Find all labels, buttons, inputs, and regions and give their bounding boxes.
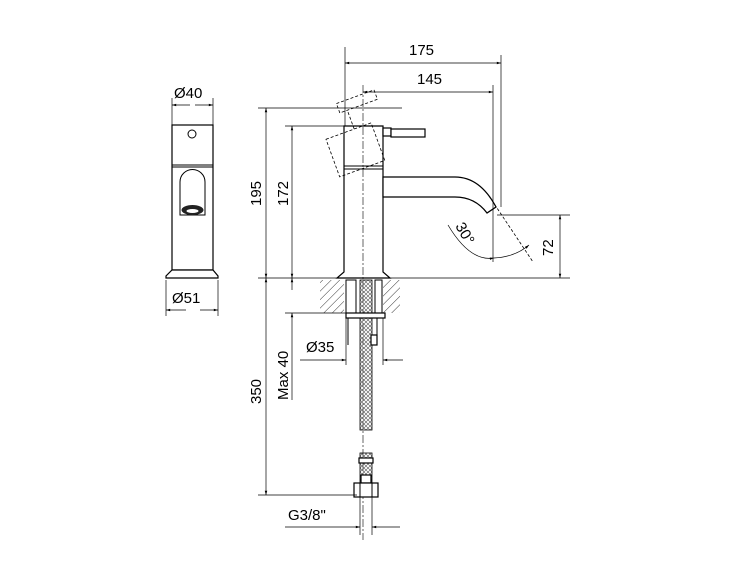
side-view: Ø40 Ø51	[165, 85, 219, 316]
deck-hatch-right	[383, 280, 400, 313]
spout-reach-label: 145	[417, 71, 442, 88]
lever-pin-icon	[187, 129, 197, 139]
height-lever-open-label: 195	[248, 181, 265, 206]
tap-body	[335, 125, 392, 279]
hose-upper	[359, 279, 373, 431]
deck-hatch-left	[320, 280, 344, 313]
max-deck-thickness-label: Max 40	[275, 351, 292, 400]
side-base	[165, 269, 219, 279]
side-base-diameter-label: Ø51	[172, 290, 200, 307]
outlet-height-label: 72	[540, 239, 557, 256]
front-view: 30° 175 145 195 172 72	[248, 42, 570, 540]
hose-length-label: 350	[248, 379, 265, 404]
body-height-label: 172	[275, 181, 292, 206]
spout-angle-label: 30°	[452, 220, 478, 248]
installation-view: Ø35 Max 40 350 G3/8"	[248, 278, 403, 535]
fixing-nut	[345, 312, 386, 319]
g38-connector	[353, 482, 379, 498]
lever-handle	[390, 128, 426, 138]
hole-diameter-label: Ø35	[306, 339, 334, 356]
side-body	[171, 124, 214, 271]
overall-reach-label: 175	[409, 42, 434, 59]
spout	[382, 176, 497, 214]
side-top-diameter-label: Ø40	[174, 85, 202, 102]
thread-size-label: G3/8"	[288, 507, 326, 524]
spout-slot	[179, 169, 206, 216]
